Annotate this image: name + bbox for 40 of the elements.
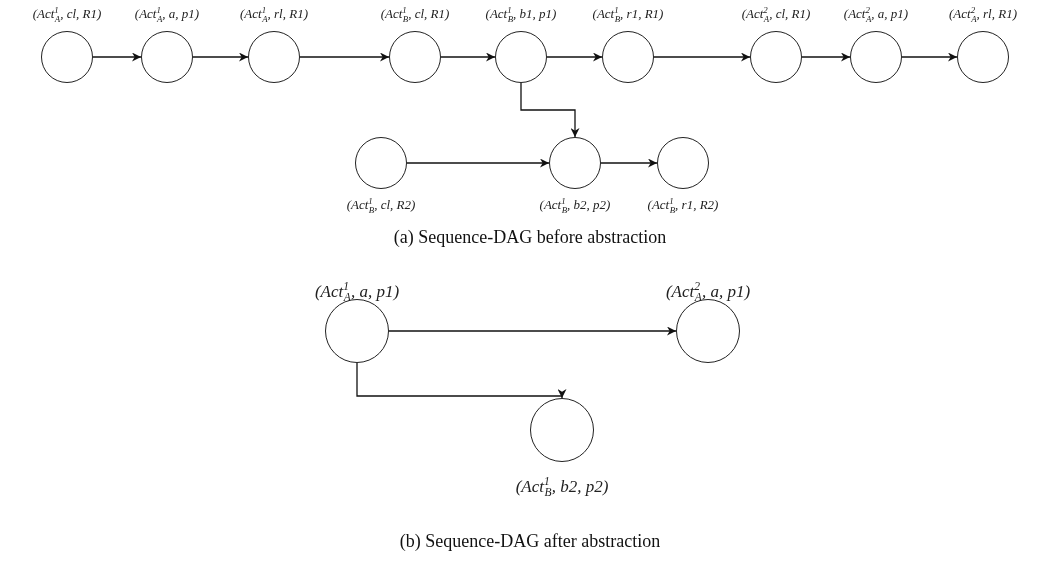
arrow <box>546 52 603 62</box>
state-circle <box>495 31 547 83</box>
state-circle <box>602 31 654 83</box>
arrow <box>388 326 677 336</box>
node-label: (Act$^{1}$$_{B}$, b2, p2) <box>539 197 611 213</box>
state-circle <box>389 31 441 83</box>
state-circle <box>957 31 1009 83</box>
state-circle <box>141 31 193 83</box>
node-label: (Act$^{1}$$_{A}$, rl, R1) <box>240 6 308 22</box>
arrow <box>192 52 249 62</box>
subfigure-caption: (a) Sequence-DAG before abstraction <box>393 226 667 248</box>
arrow <box>600 158 658 168</box>
arrow <box>440 52 496 62</box>
node-label: (Act$^{1}$$_{A}$, a, p1) <box>134 6 200 22</box>
arrow <box>92 52 142 62</box>
state-circle <box>750 31 802 83</box>
subfigure-caption: (b) Sequence-DAG after abstraction <box>399 530 661 552</box>
state-circle <box>355 137 407 189</box>
arrow <box>299 52 390 62</box>
node-label: (Act$^{1}$$_{B}$, b1, p1) <box>485 6 557 22</box>
node-label: (Act$^{1}$$_{B}$, cl, R1) <box>380 6 450 22</box>
node-label: (Act$^{1}$$_{B}$, r1, R2) <box>647 197 719 213</box>
arrow <box>520 82 580 138</box>
state-circle <box>248 31 300 83</box>
state-circle <box>657 137 709 189</box>
node-label: (Act$^{1}$$_{B}$, b2, p2) <box>515 477 609 497</box>
arrow <box>356 362 567 399</box>
arrow <box>406 158 550 168</box>
state-circle <box>41 31 93 83</box>
arrow <box>653 52 751 62</box>
node-label: (Act$^{1}$$_{B}$, r1, R1) <box>592 6 664 22</box>
node-label: (Act$^{1}$$_{B}$, cl, R2) <box>346 197 416 213</box>
node-label: (Act$^{2}$$_{A}$, a, p1) <box>843 6 909 22</box>
state-circle <box>549 137 601 189</box>
arrow <box>901 52 958 62</box>
arrow <box>801 52 851 62</box>
state-circle <box>850 31 902 83</box>
node-label: (Act$^{2}$$_{A}$, cl, R1) <box>741 6 811 22</box>
node-label: (Act$^{2}$$_{A}$, rl, R1) <box>949 6 1017 22</box>
node-label: (Act$^{1}$$_{A}$, cl, R1) <box>32 6 102 22</box>
